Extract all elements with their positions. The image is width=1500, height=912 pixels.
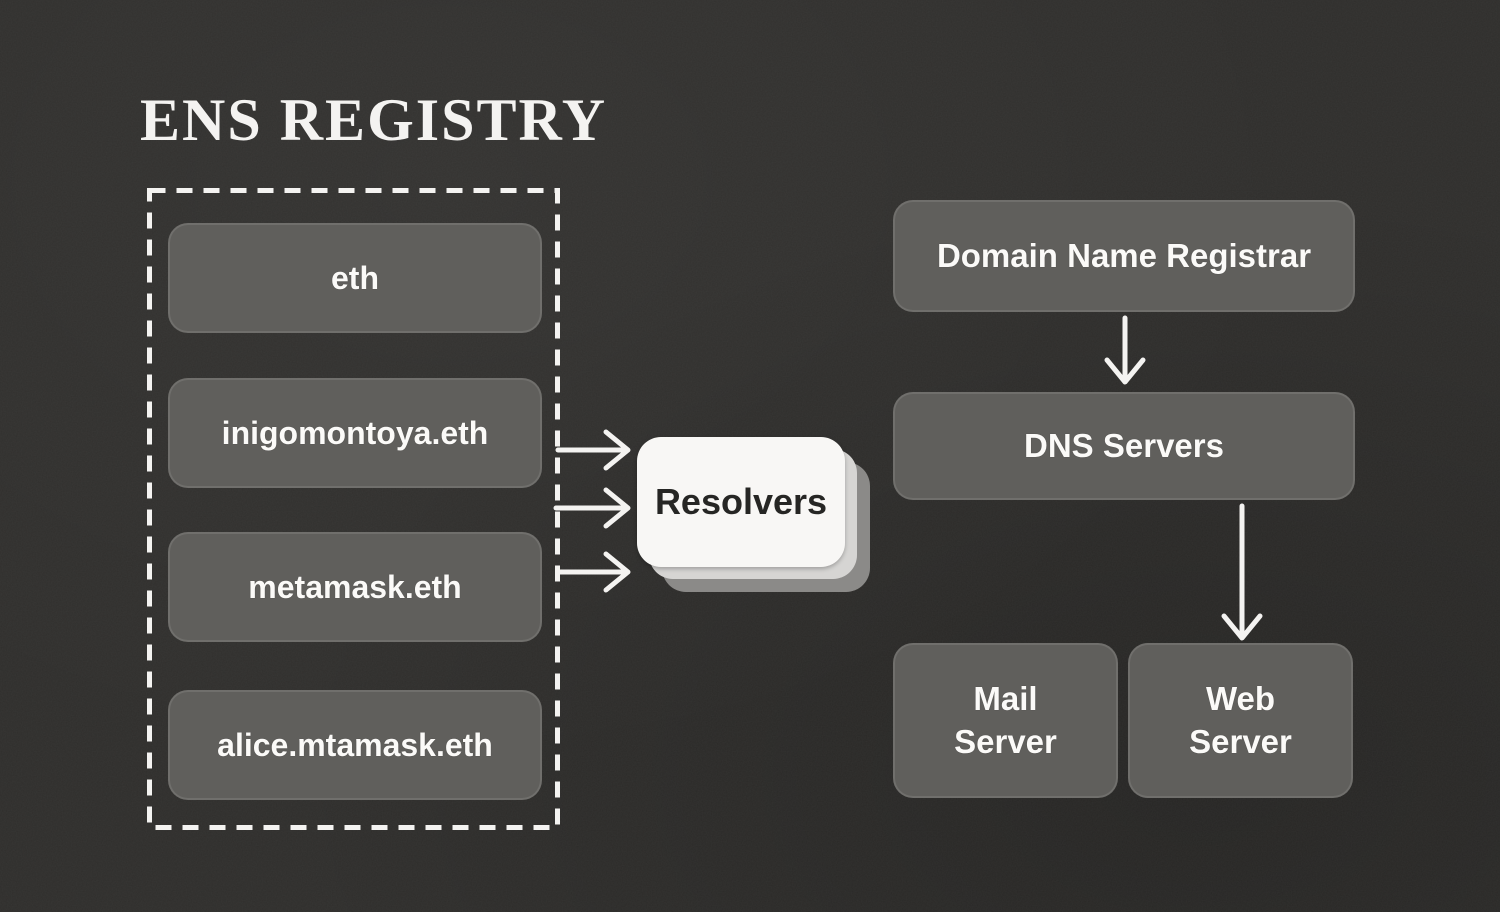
arrow-registrar-to-dns-icon: [1104, 315, 1146, 385]
mail-server-node: Mail Server: [893, 643, 1118, 798]
dns-servers-label: DNS Servers: [1024, 427, 1224, 464]
arrow-registry-to-resolvers-3-icon: [555, 551, 631, 593]
arrow-registry-to-resolvers-2-icon: [553, 487, 631, 529]
dns-servers-node: DNS Servers: [893, 392, 1355, 500]
resolvers-card-stack: Resolvers: [637, 437, 870, 592]
registry-item-alice: alice.mtamask.eth: [168, 690, 542, 800]
registry-item-eth: eth: [168, 223, 542, 333]
registry-item-label: alice.mtamask.eth: [217, 726, 493, 763]
registry-item-label: inigomontoya.eth: [221, 414, 489, 451]
registry-item-label: eth: [331, 259, 379, 296]
arrow-dns-to-webserver-icon: [1221, 503, 1263, 641]
registrar-label: Domain Name Registrar: [936, 237, 1312, 274]
arrow-registry-to-resolvers-1-icon: [555, 429, 631, 471]
resolvers-label: Resolvers: [654, 481, 828, 522]
domain-name-registrar-node: Domain Name Registrar: [893, 200, 1355, 312]
resolvers-card: Resolvers: [637, 437, 845, 567]
page-title: ENS REGISTRY: [140, 87, 608, 153]
registry-item-inigomontoya: inigomontoya.eth: [168, 378, 542, 488]
web-server-label: Web Server: [1189, 679, 1292, 760]
registry-item-metamask: metamask.eth: [168, 532, 542, 642]
registry-item-label: metamask.eth: [248, 568, 462, 605]
mail-server-label: Mail Server: [954, 679, 1057, 760]
ens-registry-group: eth inigomontoya.eth metamask.eth alice.…: [147, 188, 560, 830]
web-server-node: Web Server: [1128, 643, 1353, 798]
